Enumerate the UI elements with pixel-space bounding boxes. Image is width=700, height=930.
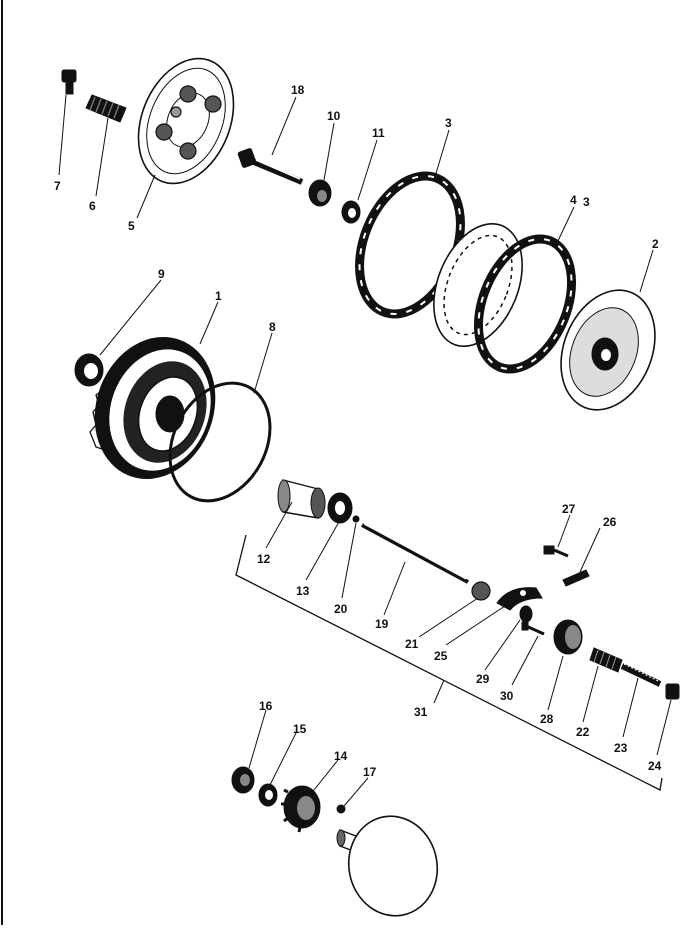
- callout-13: 13: [296, 584, 310, 598]
- part-6-spring: [85, 94, 127, 123]
- callout-17: 17: [363, 765, 377, 779]
- callout-29: 29: [476, 672, 490, 686]
- part-31-bracket: [235, 534, 663, 791]
- part-20-ball: [352, 515, 360, 523]
- part-22-adjuster-screw: [589, 647, 623, 673]
- part-7-bolt: [61, 69, 77, 95]
- callout-24: 24: [648, 759, 662, 773]
- part-5-pressure-plate: [137, 57, 235, 185]
- part-21-ball: [471, 581, 491, 601]
- callout-28: 28: [540, 712, 554, 726]
- callout-23: 23: [614, 741, 628, 755]
- callout-19: 19: [375, 617, 389, 631]
- part-26-spring: [562, 569, 590, 587]
- part-16-bearing: [231, 766, 255, 794]
- callout-18: 18: [291, 83, 305, 97]
- part-28-adjuster: [553, 619, 583, 655]
- callout-27: 27: [562, 502, 576, 516]
- callout-labels: 7 6 5 18 10 11 3 4 3 2 9 1 8 12 13 20 19…: [54, 83, 662, 779]
- callout-16: 16: [259, 699, 273, 713]
- part-18-bolt: [237, 148, 304, 185]
- callout-6: 6: [89, 199, 96, 213]
- callout-26: 26: [603, 515, 617, 529]
- callout-3-upper: 3: [445, 116, 452, 130]
- part-23-threaded-rod: [620, 663, 662, 687]
- callout-9: 9: [158, 267, 165, 281]
- part-3-friction-plate-lower: [473, 234, 577, 374]
- callout-8: 8: [269, 320, 276, 334]
- part-15-washer: [258, 783, 278, 807]
- callout-20: 20: [334, 602, 348, 616]
- callout-4: 4: [570, 193, 577, 207]
- part-8-o-ring: [168, 381, 272, 503]
- callout-12: 12: [257, 552, 271, 566]
- callout-11: 11: [372, 126, 385, 140]
- callout-1: 1: [215, 289, 222, 303]
- part-2-clutch-hub: [560, 289, 656, 411]
- part-14-pinion-gear: [281, 785, 321, 833]
- part-1-clutch-basket: [89, 336, 216, 480]
- part-29-nut: [519, 605, 533, 623]
- leader-lines: [58, 94, 672, 807]
- part-12-bushing: [277, 479, 326, 519]
- part-11-washer: [341, 200, 361, 224]
- callout-30: 30: [500, 689, 514, 703]
- part-30-screw: [521, 621, 545, 636]
- callout-3-lower: 3: [583, 195, 590, 209]
- callout-31: 31: [414, 705, 428, 719]
- callout-15: 15: [293, 722, 307, 736]
- callout-5: 5: [128, 219, 135, 233]
- part-17-ball: [336, 804, 346, 814]
- part-19-push-rod: [361, 523, 469, 584]
- lower-shaft-disc: [336, 815, 439, 917]
- part-13-washer: [327, 492, 353, 524]
- callout-21: 21: [405, 637, 419, 651]
- part-9-thrust-washer: [74, 353, 104, 387]
- callout-14: 14: [334, 749, 348, 763]
- part-10-nut: [308, 179, 332, 207]
- part-4-steel-plate: [433, 222, 523, 348]
- part-27-screw: [543, 545, 569, 558]
- callout-7: 7: [54, 179, 61, 193]
- callout-22: 22: [576, 725, 590, 739]
- callout-2: 2: [652, 237, 659, 251]
- callout-25: 25: [434, 649, 448, 663]
- callout-10: 10: [327, 109, 341, 123]
- part-24-nut: [665, 683, 680, 700]
